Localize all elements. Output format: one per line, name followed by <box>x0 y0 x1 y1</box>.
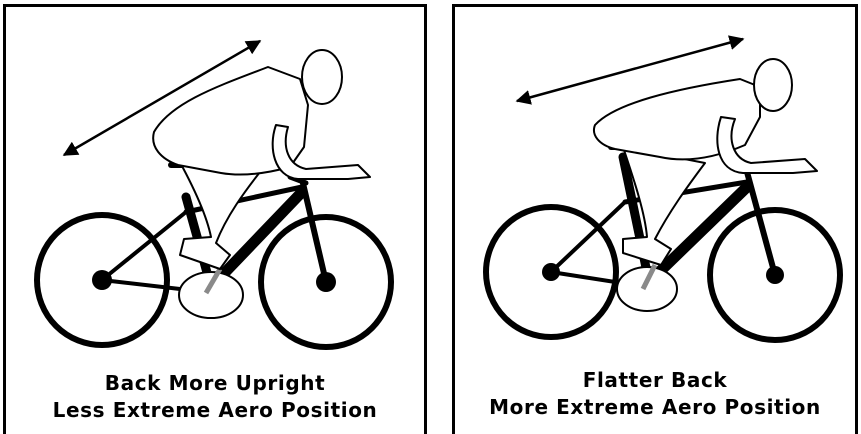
caption-aero: Flatter Back More Extreme Aero Position <box>455 367 855 421</box>
caption-upright: Back More Upright Less Extreme Aero Posi… <box>6 370 424 424</box>
caption-line-1: Back More Upright <box>6 370 424 397</box>
cyclist-upright-illustration <box>6 7 430 367</box>
caption-line-2: More Extreme Aero Position <box>455 394 855 421</box>
chainring <box>179 272 243 318</box>
chainring <box>617 267 677 311</box>
panel-upright-position: Back More Upright Less Extreme Aero Posi… <box>3 4 427 434</box>
cyclist-aero-illustration <box>455 7 861 367</box>
caption-line-1: Flatter Back <box>455 367 855 394</box>
caption-line-2: Less Extreme Aero Position <box>6 397 424 424</box>
panel-aero-position: Flatter Back More Extreme Aero Position <box>452 4 858 434</box>
